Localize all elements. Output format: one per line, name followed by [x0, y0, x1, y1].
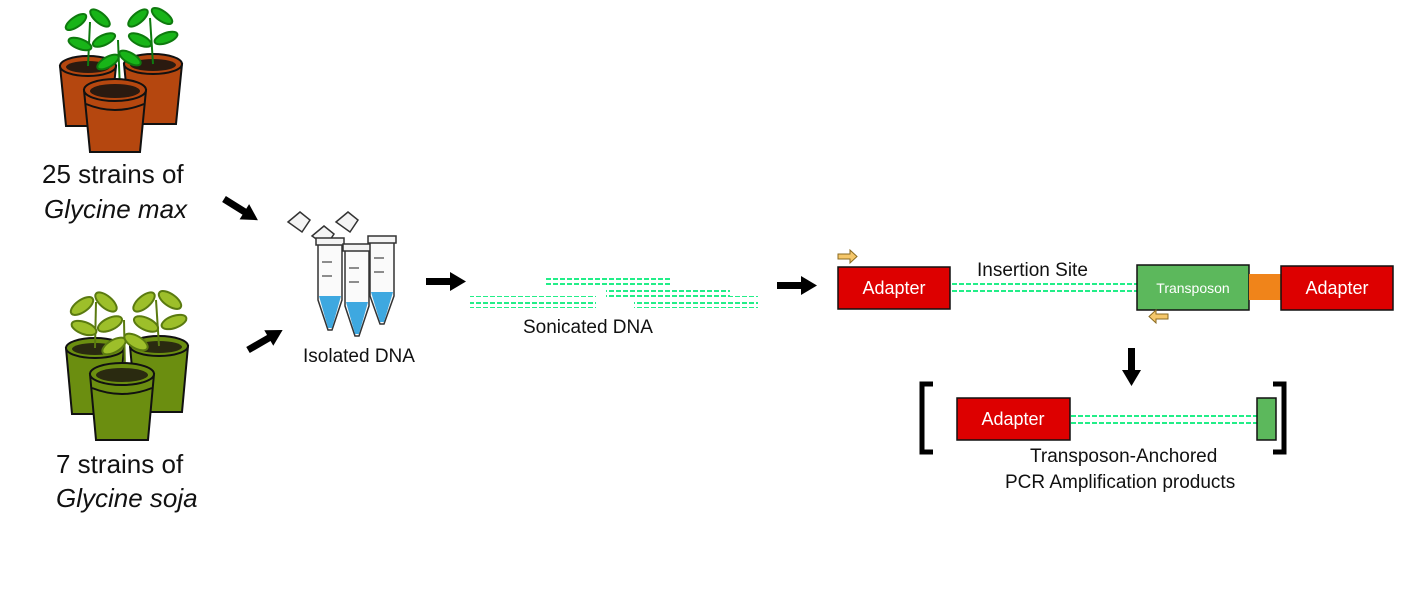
primer-reverse-icon: [1148, 308, 1169, 325]
microtubes-icon: [286, 211, 397, 337]
svg-text:Adapter: Adapter: [981, 409, 1044, 429]
adapter-left-box: Adapter: [837, 266, 951, 310]
products-label-line1: Transposon-Anchored: [1030, 446, 1218, 467]
svg-text:Adapter: Adapter: [1305, 278, 1368, 298]
arrow-down-to-products-icon: [1122, 348, 1141, 386]
bracket-left-icon: [919, 381, 933, 455]
primer-forward-icon: [837, 248, 858, 265]
glycine-max-pots-icon: [58, 6, 184, 153]
arrow-gsoja-to-tubes-icon: [246, 330, 283, 354]
product-adapter-box: Adapter: [956, 397, 1071, 441]
insertion-site-dna: [950, 282, 1138, 294]
bracket-right-icon: [1273, 381, 1287, 455]
isolated-dna-label: Isolated DNA: [303, 346, 415, 367]
sonicated-dna-label: Sonicated DNA: [523, 317, 653, 338]
gsoja-label-line2: Glycine soja: [56, 483, 198, 513]
linker-segment: [1249, 274, 1282, 300]
products-label-line2: PCR Amplification products: [1005, 472, 1236, 493]
arrow-tubes-to-sonicated-icon: [426, 272, 466, 291]
insertion-site-label: Insertion Site: [977, 260, 1088, 281]
glycine-soja-pots-icon: [64, 290, 190, 441]
svg-text:Adapter: Adapter: [862, 278, 925, 298]
transposon-box: Transposon: [1136, 264, 1250, 311]
sonicated-dna-fragments: [470, 276, 758, 308]
arrow-sonicated-to-construct-icon: [777, 276, 817, 295]
product-transposon-end: [1256, 397, 1277, 441]
adapter-right-box: Adapter: [1280, 265, 1394, 311]
gmax-label-line2: Glycine max: [44, 194, 188, 224]
gsoja-label-line1: 7 strains of: [56, 449, 184, 479]
gmax-label-line1: 25 strains of: [42, 159, 184, 189]
svg-text:Transposon: Transposon: [1156, 280, 1229, 296]
product-dna: [1070, 413, 1257, 425]
arrow-gmax-to-tubes-icon: [222, 196, 258, 221]
